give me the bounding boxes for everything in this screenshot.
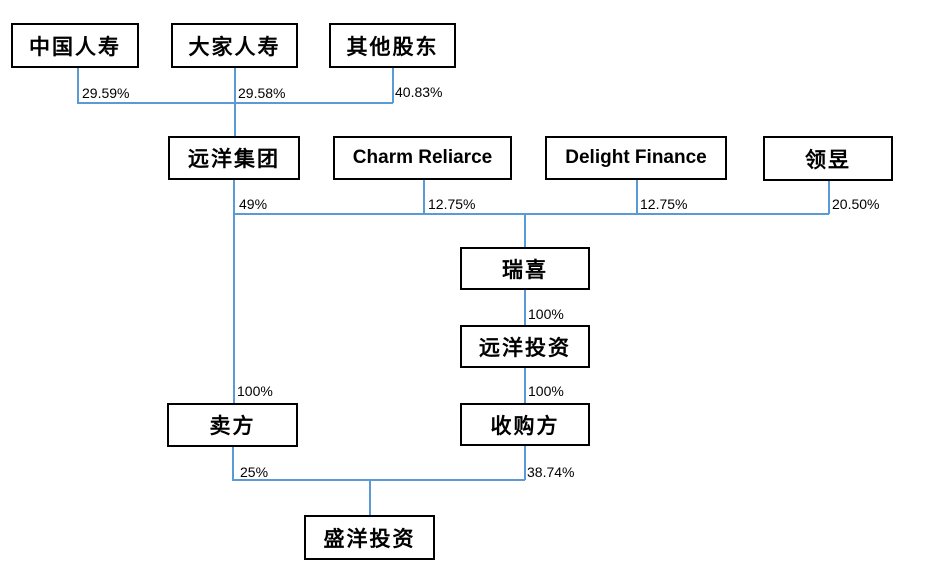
connector-china-life-down (77, 68, 79, 103)
edge-label-other-shareholders-pct: 40.83% (395, 84, 443, 100)
node-lingyu: 领昱 (763, 136, 893, 181)
node-charm-reliarce: Charm Reliarce (333, 136, 512, 180)
connector-seller-down (232, 447, 234, 480)
edge-label-lingyu-pct: 20.50% (832, 196, 880, 212)
connector-delight-finance-down (636, 179, 638, 214)
node-other-shareholders: 其他股东 (329, 23, 456, 68)
edge-label-seller-pct: 25% (240, 464, 269, 480)
connector-mid-bus (233, 213, 829, 215)
connector-other-shareholders-down (392, 68, 394, 103)
node-ruixi: 瑞喜 (460, 247, 590, 290)
connector-top-bus (77, 102, 393, 104)
connector-sino-ocean-group-down (233, 179, 235, 403)
edge-label-dajia-life-pct: 29.58% (238, 85, 286, 101)
node-seller: 卖方 (167, 403, 298, 447)
node-china-life: 中国人寿 (11, 23, 139, 68)
edge-label-delight-finance-pct: 12.75% (640, 196, 688, 212)
node-dajia-life: 大家人寿 (171, 23, 298, 68)
node-sino-ocean-investment: 远洋投资 (460, 325, 590, 368)
connector-bus-to-shengyang (369, 479, 371, 515)
connector-sino-ocean-investment-to-acquirer (524, 368, 526, 403)
node-sino-ocean-group: 远洋集团 (168, 136, 300, 180)
connector-acquirer-down (524, 446, 526, 480)
connector-lingyu-down (828, 180, 830, 214)
connector-charm-reliarce-down (423, 179, 425, 214)
edge-label-sino-ocean-group-pct: 49% (239, 196, 268, 212)
edge-label-seller-parent-pct: 100% (237, 383, 273, 399)
edge-label-ruixi-pct: 100% (528, 306, 564, 322)
connector-bus-to-ruixi (524, 213, 526, 247)
edge-label-acquirer-pct: 38.74% (527, 464, 575, 480)
edge-label-china-life-pct: 29.59% (82, 85, 130, 101)
node-delight-finance: Delight Finance (545, 136, 727, 180)
node-shengyang-investment: 盛洋投资 (304, 515, 435, 560)
connector-bottom-bus (232, 479, 525, 481)
node-acquirer: 收购方 (460, 403, 590, 446)
connector-ruixi-to-sino-ocean-investment (524, 290, 526, 325)
edge-label-sino-ocean-investment-pct: 100% (528, 383, 564, 399)
edge-label-charm-reliarce-pct: 12.75% (428, 196, 476, 212)
